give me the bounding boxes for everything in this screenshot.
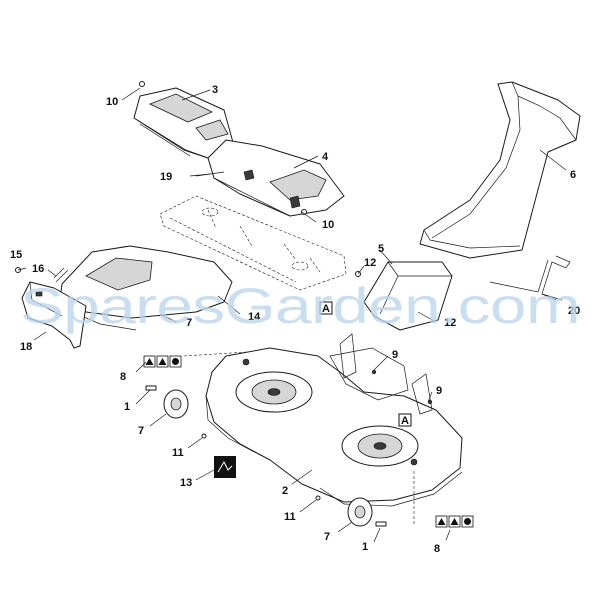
- warning-label-8-left: [143, 355, 182, 368]
- part-13-decal: [214, 456, 236, 478]
- callout-8-right: 8: [434, 543, 440, 555]
- callout-19: 19: [160, 171, 172, 183]
- callout-4: 4: [322, 151, 329, 163]
- callout-15: 15: [10, 249, 22, 261]
- callout-18: 18: [20, 341, 32, 353]
- callout-9-right: 9: [436, 385, 442, 397]
- part-3-top-cover: [133, 87, 235, 159]
- leader-lines: [17, 87, 567, 543]
- callout-5: 5: [378, 243, 384, 255]
- callout-1-right: 1: [362, 541, 368, 553]
- callout-14: 14: [248, 311, 261, 323]
- part-6-discharge-chute: [419, 81, 581, 259]
- tag-a-text-2: A: [401, 415, 409, 427]
- callout-3: 3: [212, 84, 218, 96]
- tag-a-text-1: A: [322, 303, 330, 315]
- part-5-chute-adapter: [363, 261, 453, 331]
- part-18-bracket: [21, 281, 87, 349]
- tag-a-box-1: A: [319, 301, 333, 315]
- part-20-wire-rod: [489, 255, 571, 301]
- part-7-wheel-right: [347, 497, 373, 527]
- mounting-plate: [159, 195, 347, 291]
- callout-20: 20: [568, 305, 580, 317]
- callout-17: 7: [186, 317, 192, 329]
- callout-12-top: 12: [364, 257, 376, 269]
- callout-13: 13: [180, 477, 192, 489]
- part-4-top-cover: [207, 139, 345, 217]
- part-2-mower-deck: [205, 333, 463, 507]
- warning-label-8-right: [435, 515, 474, 528]
- watermark-text: SparesGarden.com: [20, 278, 580, 334]
- part-7-wheel-left: [163, 389, 189, 419]
- callout-16: 16: [32, 263, 44, 275]
- callout-8-left: 8: [120, 371, 126, 383]
- callout-11-left: 11: [172, 447, 184, 459]
- callout-10-mid: 10: [322, 219, 334, 231]
- callout-9-top: 9: [392, 349, 398, 361]
- callout-6: 6: [570, 169, 576, 181]
- callout-labels: 3 10 4 6 19 10 5 12 15 16 7 14 12 20 18 …: [10, 84, 580, 555]
- fasteners: [15, 81, 433, 527]
- tag-a-box-2: A: [398, 413, 412, 427]
- callout-11-right: 11: [284, 511, 296, 523]
- callout-7-left: 7: [138, 425, 144, 437]
- callout-10-top: 10: [106, 96, 118, 108]
- callout-1-left: 1: [124, 401, 130, 413]
- callout-7-right: 7: [324, 531, 330, 543]
- callout-12-right: 12: [444, 317, 456, 329]
- callout-2: 2: [282, 485, 288, 497]
